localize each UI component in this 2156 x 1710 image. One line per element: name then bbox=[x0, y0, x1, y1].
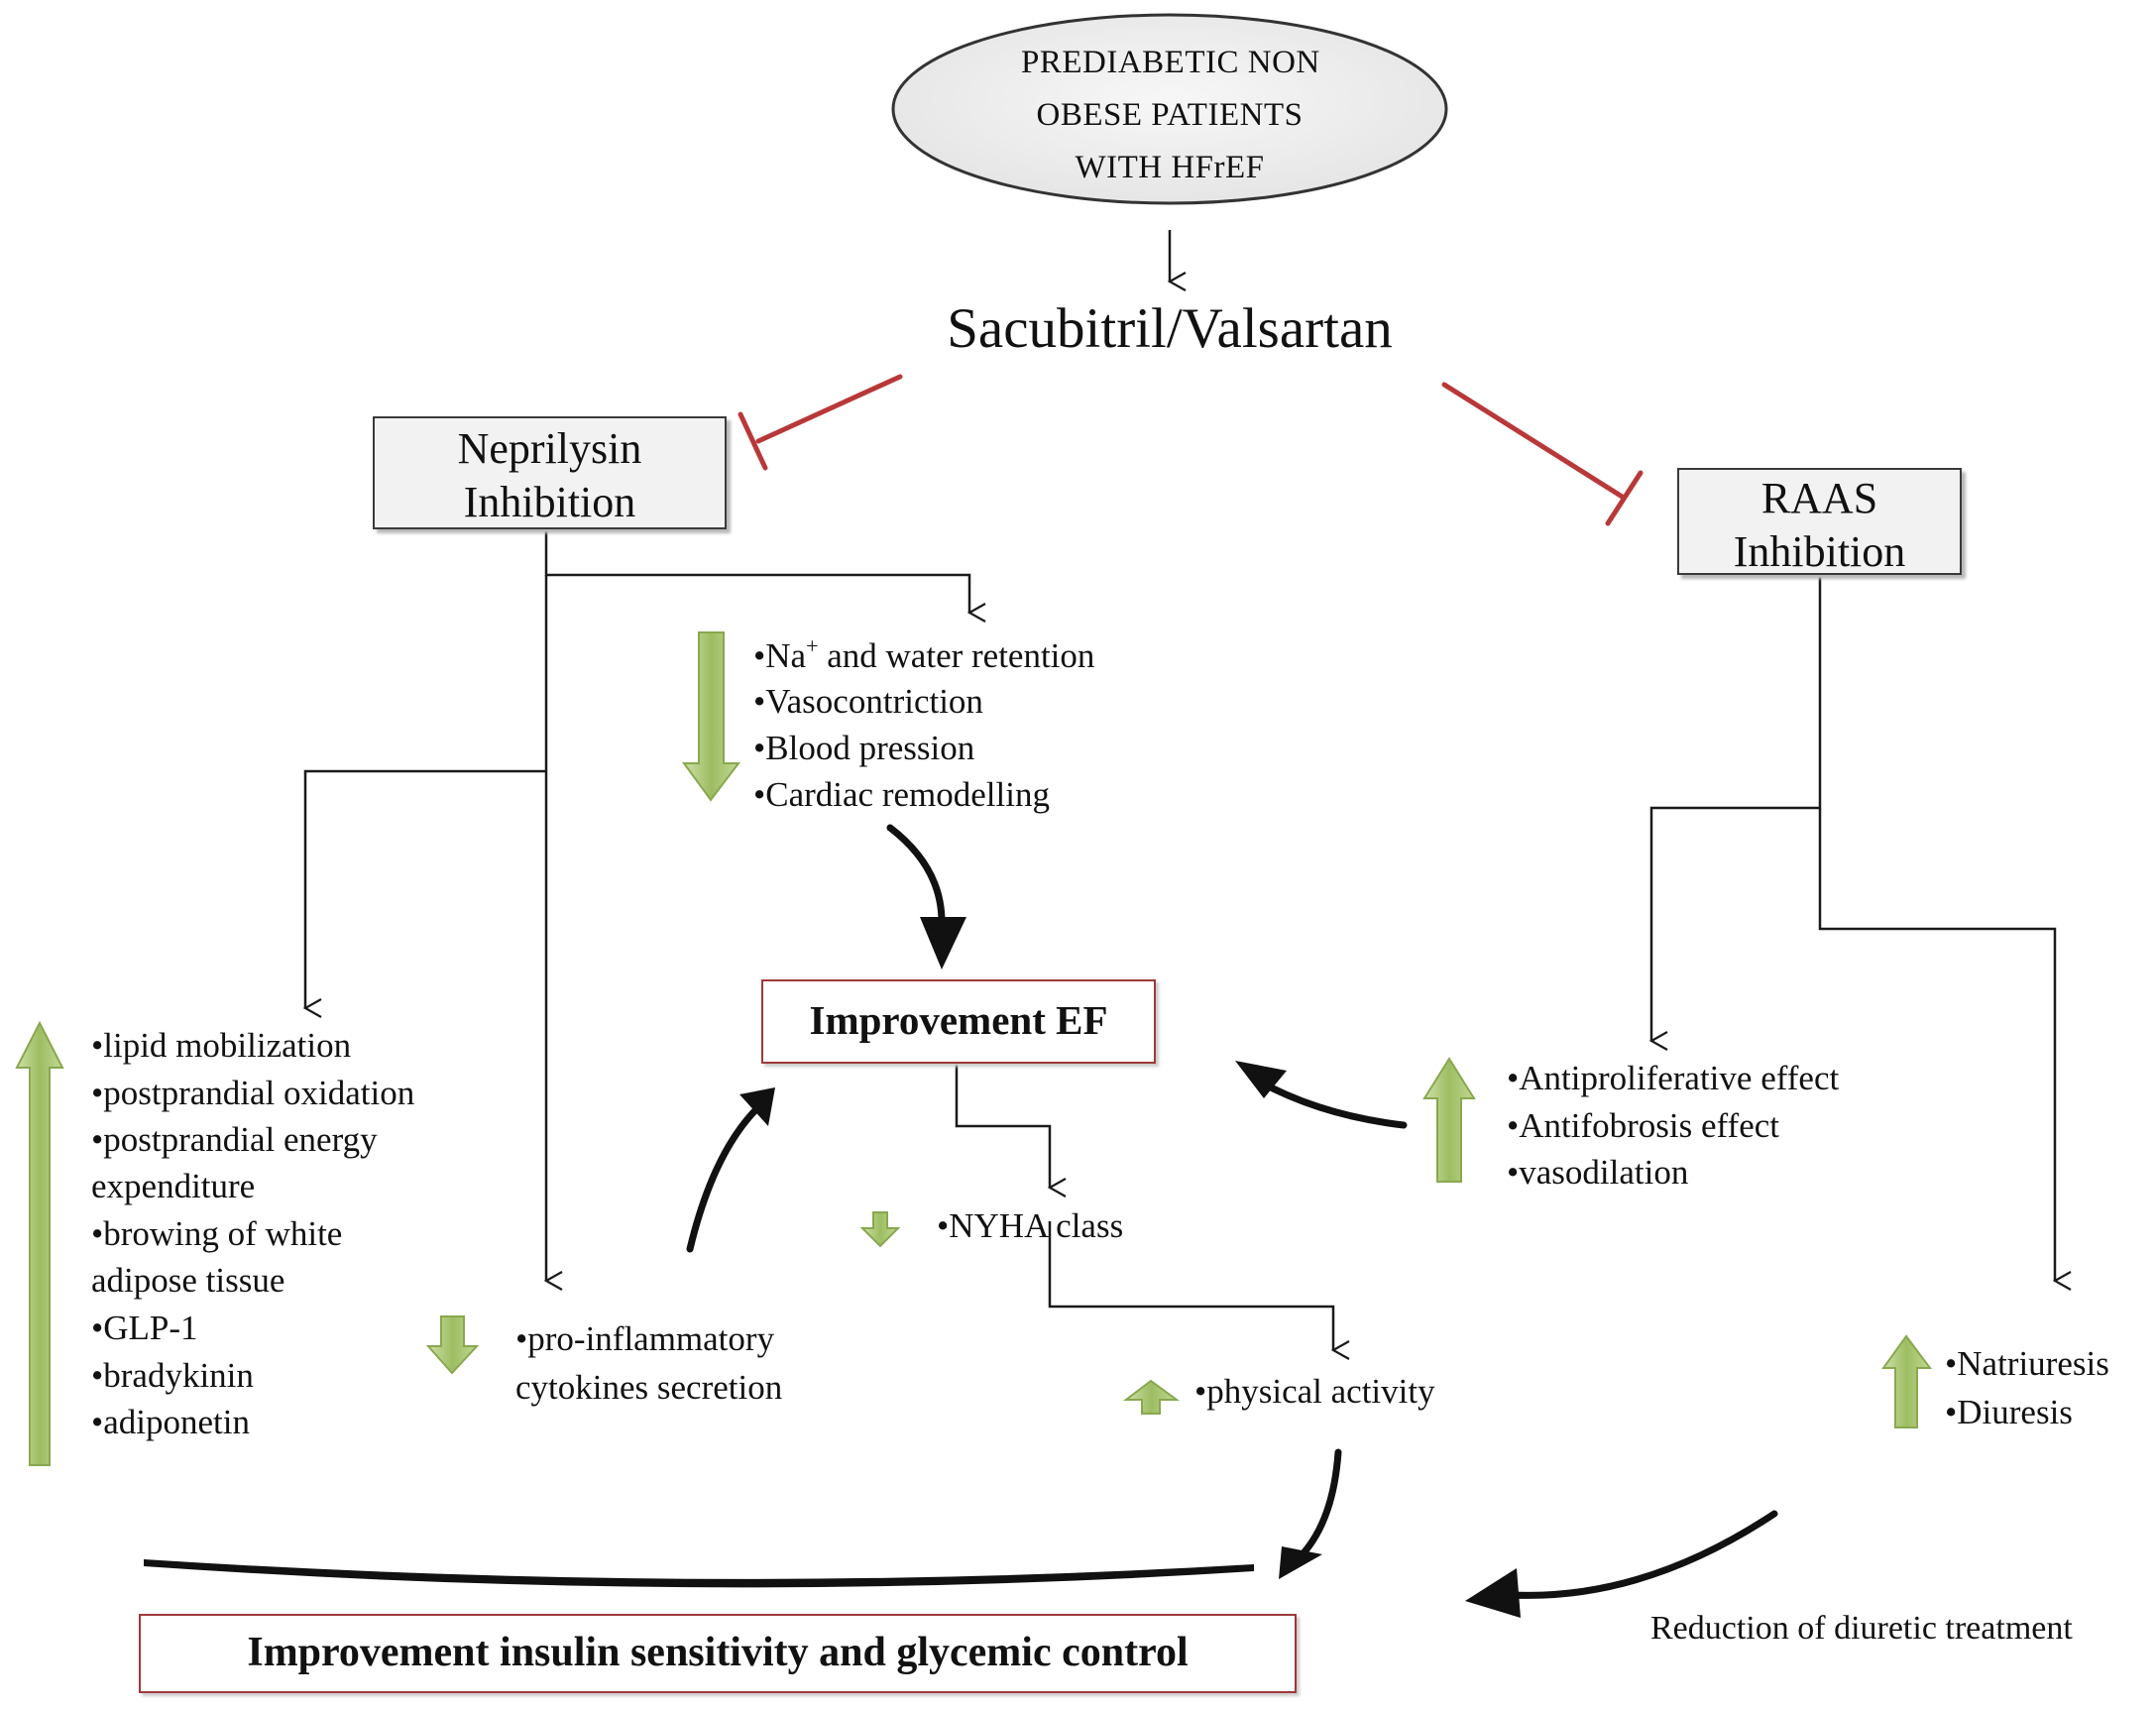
improvement-ef-box: Improvement EF bbox=[761, 979, 1156, 1064]
diuresis: •Diuresis bbox=[1945, 1393, 2073, 1431]
diuretic-reduction-note: Reduction of diuretic treatment bbox=[1650, 1610, 2073, 1647]
arrowhead-diuretic-to-final bbox=[1465, 1568, 1521, 1618]
neprilysin-line-2: Inhibition bbox=[463, 478, 636, 526]
population-ellipse bbox=[891, 13, 1448, 205]
metabolic-item-3-cont: expenditure bbox=[91, 1167, 256, 1205]
ef-connectors bbox=[955, 1062, 1333, 1350]
arrowhead-to-ef-top bbox=[920, 917, 966, 969]
population-line-3: WITH HFrEF bbox=[1075, 150, 1265, 185]
arrowhead-physical-to-final bbox=[1279, 1546, 1322, 1579]
green-up-arrow-icon bbox=[15, 1020, 64, 1466]
neprilysin-line-1: Neprilysin bbox=[457, 424, 642, 473]
arrowhead-raas-to-ef bbox=[1235, 1061, 1287, 1098]
metabolic-item-5: •GLP-1 bbox=[91, 1309, 198, 1347]
green-up-arrow-icon bbox=[1123, 1379, 1181, 1415]
metabolic-item-4: •browing of white bbox=[91, 1214, 343, 1253]
raas-effect-antifibrosis: •Antifobrosis effect bbox=[1507, 1106, 1780, 1145]
neprilysin-connectors bbox=[305, 531, 969, 1281]
neprilysin-box: Neprilysin Inhibition bbox=[373, 416, 727, 529]
effect-na-water: •Na+ and water retention bbox=[753, 633, 1095, 675]
effect-cardiac-remodelling: •Cardiac remodelling bbox=[753, 775, 1050, 814]
effect-blood-pressure: •Blood pression bbox=[753, 729, 975, 767]
arrowhead-cytokines-to-ef bbox=[739, 1087, 775, 1126]
inhibitor-raas bbox=[1441, 382, 1644, 526]
metabolic-item-3: •postprandial energy bbox=[91, 1120, 378, 1159]
final-outcome-label: Improvement insulin sensitivity and glyc… bbox=[247, 1630, 1189, 1675]
raas-effect-vasodilation: •vasodilation bbox=[1507, 1153, 1689, 1192]
green-up-arrow-icon bbox=[1881, 1334, 1932, 1428]
nyha-class: •NYHA class bbox=[937, 1206, 1124, 1245]
raas-line-1: RAAS bbox=[1760, 474, 1878, 522]
curved-arrow-heads bbox=[739, 917, 1521, 1618]
natriuresis: •Natriuresis bbox=[1945, 1344, 2109, 1383]
metabolic-item-4-cont: adipose tissue bbox=[91, 1261, 285, 1300]
raas-box: RAAS Inhibition bbox=[1677, 468, 1962, 576]
population-line-2: OBESE PATIENTS bbox=[1036, 97, 1304, 133]
effect-vasoconstriction: •Vasocontriction bbox=[753, 682, 983, 721]
cytokines-line-1: •pro-inflammatory bbox=[515, 1319, 775, 1358]
drug-title: Sacubitril/Valsartan bbox=[947, 297, 1393, 360]
green-up-arrow-icon bbox=[1422, 1057, 1476, 1183]
green-down-arrow-icon bbox=[859, 1211, 901, 1248]
curved-arrows bbox=[686, 824, 1778, 1599]
population-line-1: PREDIABETIC NON bbox=[1021, 45, 1320, 80]
raas-effect-antiproliferative: •Antiproliferative effect bbox=[1507, 1059, 1840, 1097]
final-outcome-box: Improvement insulin sensitivity and glyc… bbox=[139, 1614, 1297, 1693]
inhibitor-neprilysin bbox=[738, 374, 903, 471]
metabolic-item-2: •postprandial oxidation bbox=[91, 1074, 415, 1112]
improvement-ef-label: Improvement EF bbox=[809, 997, 1108, 1043]
metabolic-bracket bbox=[144, 1559, 1254, 1588]
raas-line-2: Inhibition bbox=[1733, 527, 1906, 576]
metabolic-item-7: •adiponetin bbox=[91, 1403, 250, 1441]
raas-connectors bbox=[1651, 577, 2055, 1281]
cytokines-line-2: cytokines secretion bbox=[515, 1368, 783, 1407]
green-down-arrow-icon bbox=[682, 631, 741, 802]
metabolic-item-1: •lipid mobilization bbox=[91, 1026, 352, 1065]
physical-activity: •physical activity bbox=[1194, 1372, 1435, 1411]
metabolic-item-6: •bradykinin bbox=[91, 1356, 254, 1395]
green-down-arrow-icon bbox=[425, 1315, 480, 1375]
green-arrows bbox=[15, 631, 1932, 1466]
